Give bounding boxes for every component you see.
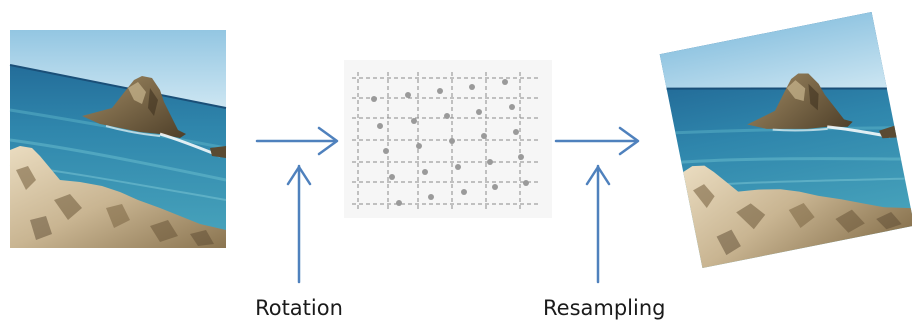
original-photo [8, 28, 228, 250]
rotation-label: Rotation [255, 296, 343, 320]
sample-point [469, 84, 475, 90]
sample-point [492, 184, 498, 190]
right-arrow-icon [255, 126, 339, 156]
sample-point [481, 133, 487, 139]
sample-point [444, 113, 450, 119]
sample-point [396, 200, 402, 206]
sample-point [377, 123, 383, 129]
sample-point [455, 164, 461, 170]
sample-point [461, 189, 467, 195]
sample-point [371, 96, 377, 102]
rotated-photo [658, 10, 912, 270]
sample-point [416, 143, 422, 149]
sample-point [389, 174, 395, 180]
sample-point [383, 148, 389, 154]
resampling-grid [344, 60, 552, 218]
resampling-label: Resampling [543, 296, 666, 320]
up-arrow-icon [585, 164, 611, 284]
sample-point [502, 79, 508, 85]
sample-point [487, 159, 493, 165]
sample-point [411, 118, 417, 124]
sample-points [371, 79, 529, 206]
sample-point [509, 104, 515, 110]
sample-point [422, 169, 428, 175]
sample-point [428, 194, 434, 200]
sample-point [518, 154, 524, 160]
sample-point [523, 180, 529, 186]
grid-lines [352, 72, 538, 212]
sample-point [405, 92, 411, 98]
sample-point [513, 129, 519, 135]
sample-point [437, 88, 443, 94]
sample-point [476, 109, 482, 115]
up-arrow-icon [286, 164, 312, 284]
right-arrow-icon [554, 126, 640, 156]
sample-point [449, 138, 455, 144]
